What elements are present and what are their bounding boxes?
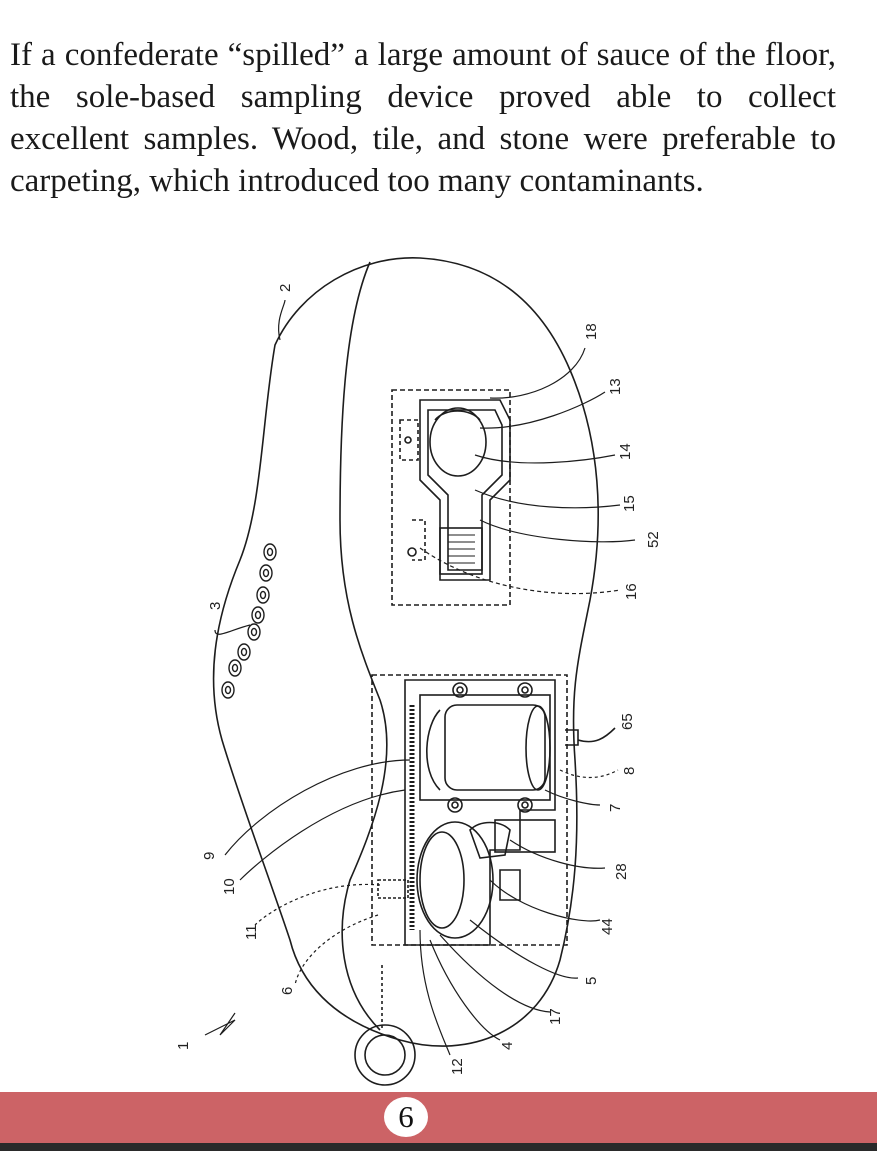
page-number-badge: 6: [384, 1097, 428, 1137]
footer-band: [0, 1092, 877, 1143]
ref-8: 8: [621, 767, 638, 775]
ref-7: 7: [607, 804, 624, 812]
ref-52: 52: [645, 531, 662, 548]
lace-holes: [221, 543, 277, 699]
heel-ring: [354, 965, 416, 1086]
ref-10: 10: [221, 878, 238, 895]
ref-9: 9: [201, 852, 218, 860]
cable-65: [577, 727, 616, 743]
ref-13: 13: [607, 378, 624, 395]
leader-lines: [204, 299, 636, 1056]
ref-4: 4: [499, 1042, 516, 1050]
ref-2: 2: [277, 284, 294, 292]
ref-3: 3: [207, 602, 224, 610]
shoe-sole-outline: [212, 257, 599, 1047]
ref-18: 18: [583, 323, 600, 340]
ref-16: 16: [623, 583, 640, 600]
ref-5: 5: [583, 977, 600, 985]
upper-edge-line: [339, 261, 388, 1031]
ref-15: 15: [621, 495, 638, 512]
ref-17: 17: [547, 1008, 564, 1025]
heel-sampling-module: [371, 674, 616, 946]
toe-sampling-module: [391, 389, 511, 606]
ref-6: 6: [279, 987, 296, 995]
body-paragraph: If a confederate “spilled” a large amoun…: [10, 37, 836, 199]
reference-numerals: 1 2 3 4 5 6 7 8 9 10 11 12 13 14 15 16 1…: [175, 284, 662, 1075]
ref-12: 12: [449, 1058, 466, 1075]
ref-11: 11: [243, 924, 260, 940]
patent-drawing-shoe-sole-sampler: 1 2 3 4 5 6 7 8 9 10 11 12 13 14 15 16 1…: [175, 257, 662, 1086]
footer-rule: [0, 1143, 877, 1151]
ref-1: 1: [175, 1042, 192, 1050]
ref-28: 28: [613, 863, 630, 880]
ref-44: 44: [599, 918, 616, 935]
ref-14: 14: [617, 443, 634, 460]
ref-65: 65: [619, 713, 636, 730]
